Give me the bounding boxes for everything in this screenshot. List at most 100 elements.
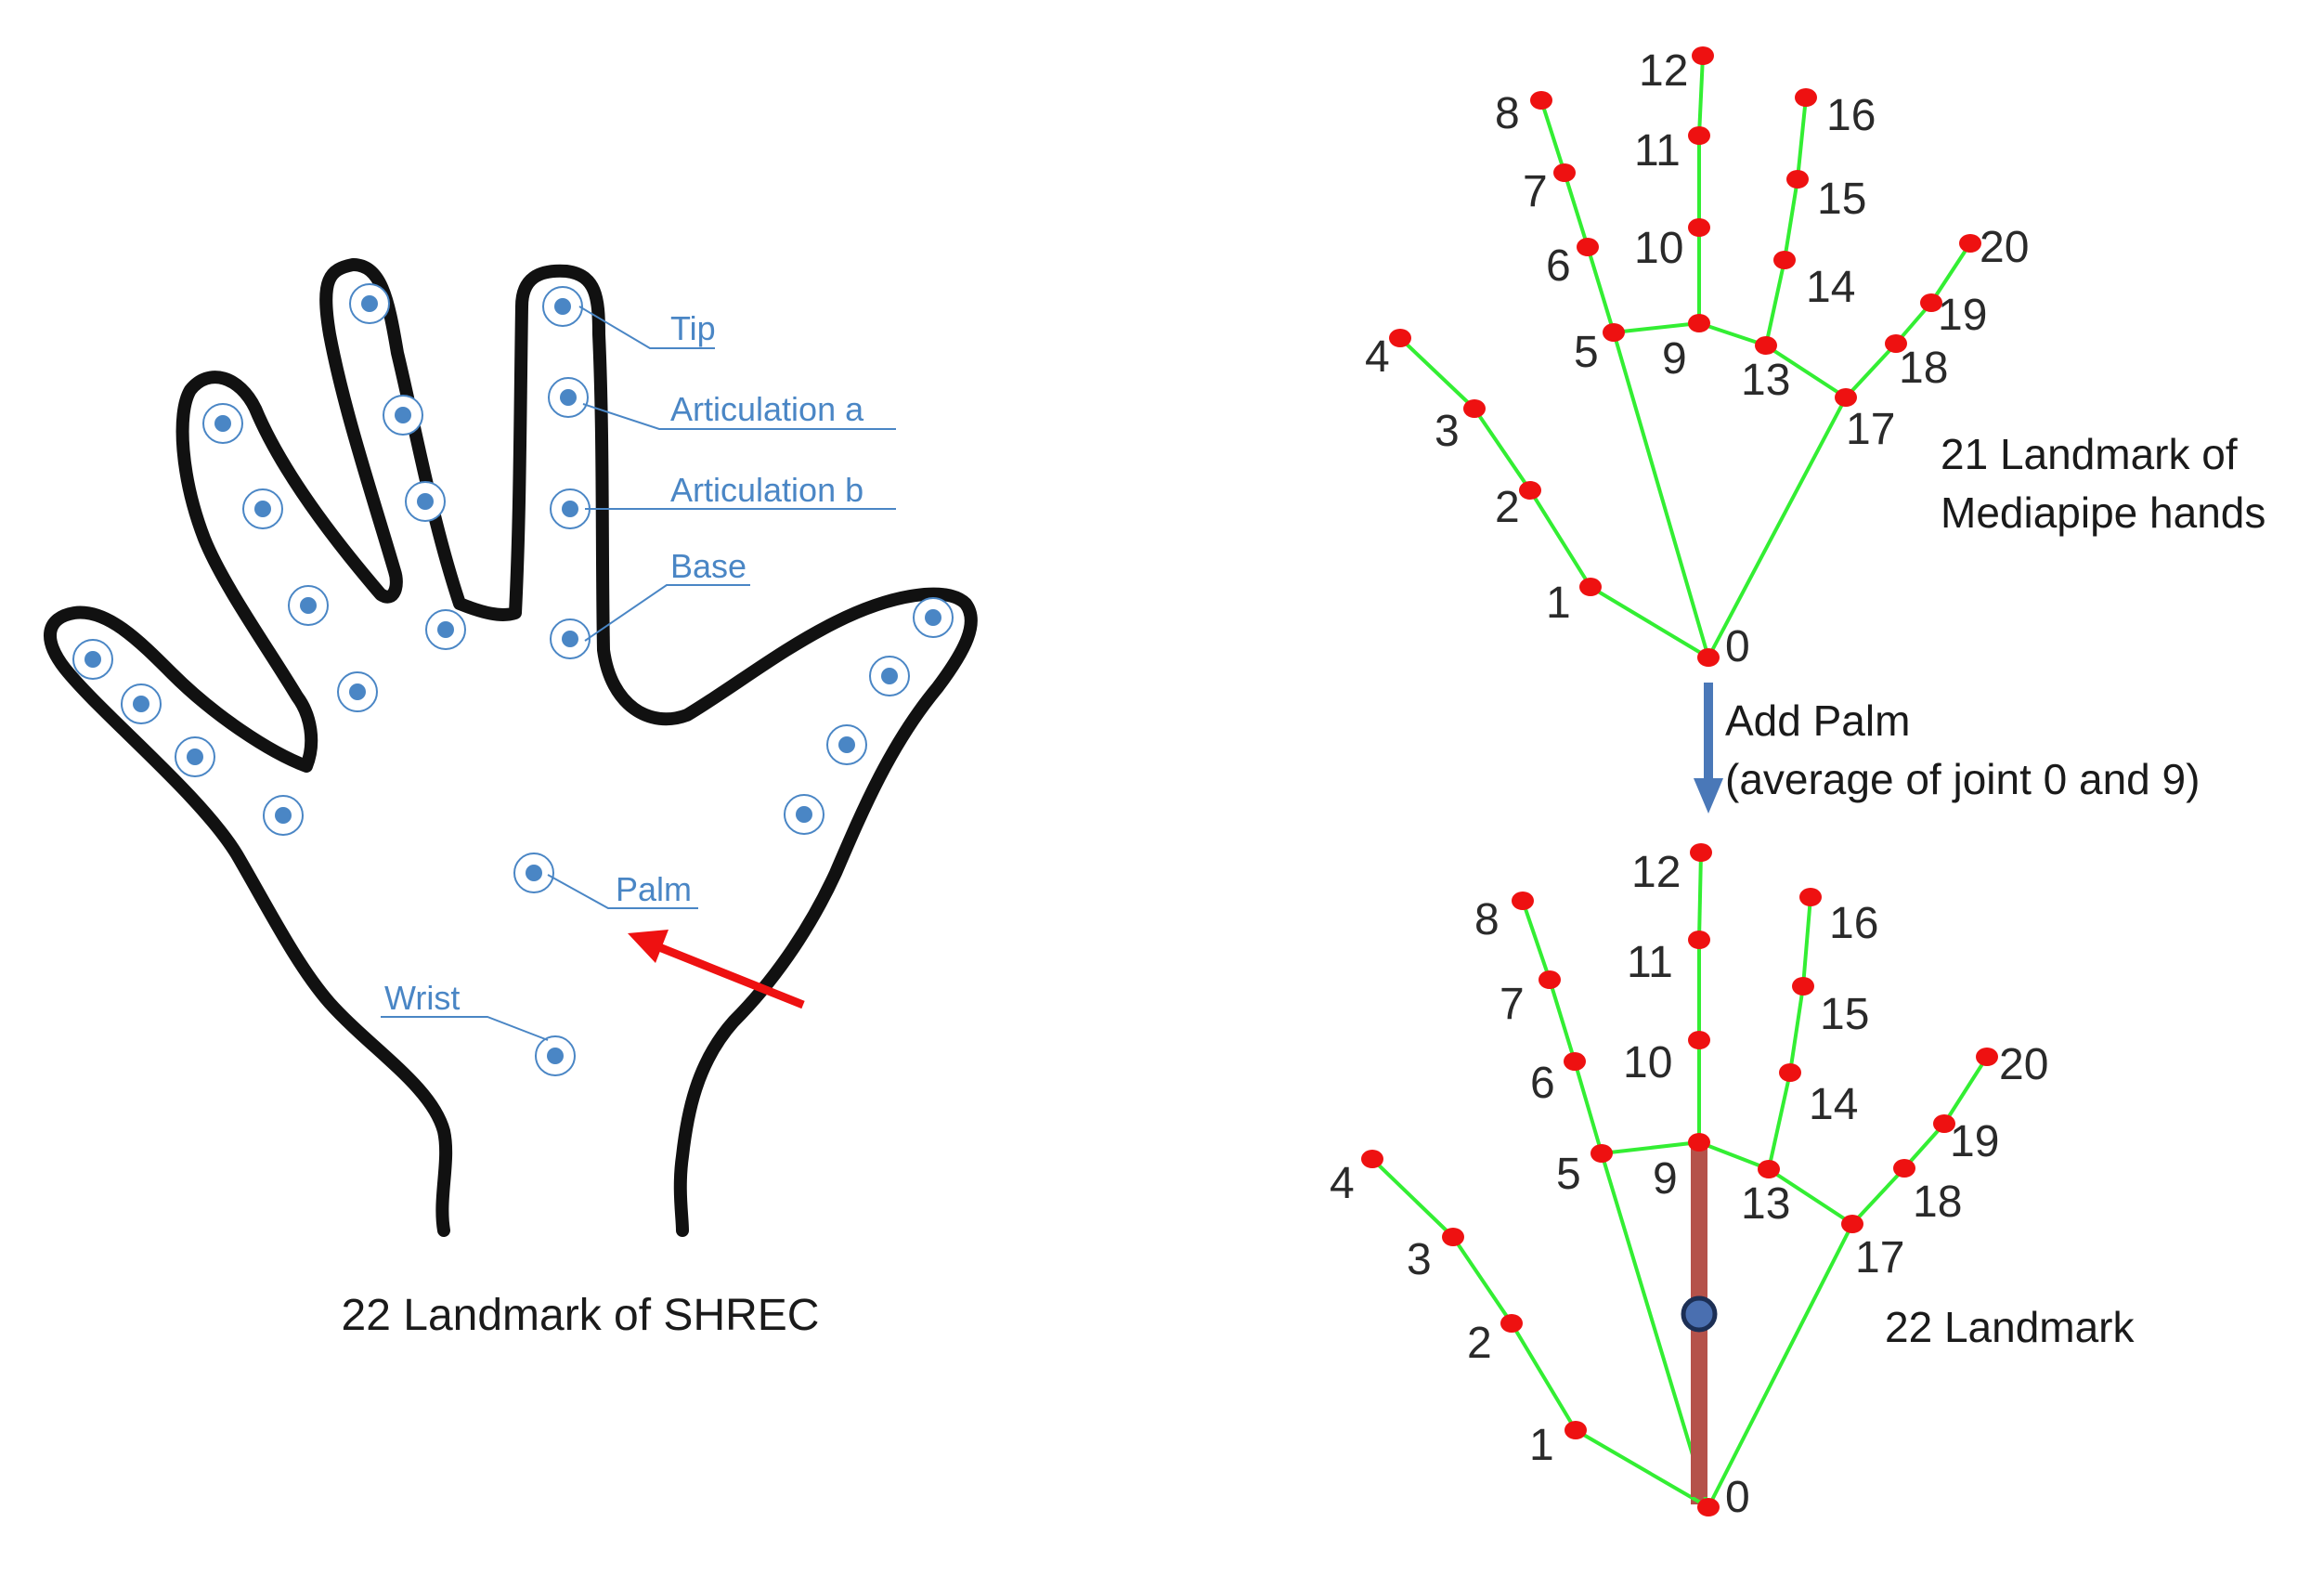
joint-0 [1697,648,1720,667]
shrec-caption: 22 Landmark of SHREC [342,1291,820,1340]
label-articulation-a: Articulation a [670,390,864,428]
bone-line [1707,397,1848,658]
joint-number-5: 5 [1574,328,1599,377]
joint-number-17: 17 [1855,1233,1904,1282]
bone-line [1451,1235,1513,1325]
joint-number-11: 11 [1634,126,1681,176]
joint-number-20: 20 [1980,223,2029,272]
bone-line [1574,1428,1710,1509]
bone-line [1698,1140,1770,1171]
shrec-landmark [550,618,591,659]
joint-17 [1835,388,1857,407]
joint-8 [1512,892,1534,910]
bone-line [1783,178,1799,261]
bone-line [1844,342,1898,399]
joint-13 [1755,336,1777,355]
joint-number-18: 18 [1899,344,1948,393]
joint-15 [1792,977,1814,996]
joint-1 [1579,578,1602,596]
shrec-hand-panel: Tip Articulation a Articulation b Base P… [44,258,978,1340]
joint-number-8: 8 [1495,89,1520,138]
bone-line [1764,344,1848,399]
joint-16 [1795,88,1817,107]
mediapipe-caption-line1: 21 Landmark of [1941,430,2238,478]
bottom-caption: 22 Landmark [1885,1303,2135,1351]
shrec-landmark [913,597,954,638]
shrec-landmark [405,481,446,522]
joint-3 [1442,1228,1464,1246]
joint-4 [1361,1150,1383,1168]
joint-9 [1688,1133,1710,1152]
shrec-landmark [513,853,554,893]
bone-line [1600,1152,1710,1508]
joint-number-20: 20 [1999,1040,2048,1089]
hand-bones [1370,852,1989,1509]
hand-outline [44,258,978,1237]
bone-line [1548,979,1577,1062]
joint-number-4: 4 [1365,332,1390,382]
joint-2 [1519,481,1541,500]
joint-2 [1500,1314,1523,1333]
joint-number-8: 8 [1474,895,1500,944]
shrec-landmark [72,639,113,680]
joint-4 [1389,329,1411,347]
label-palm: Palm [616,870,692,908]
joint-20 [1976,1048,1998,1066]
joint-18 [1893,1159,1915,1178]
joint-number-19: 19 [1950,1117,1999,1166]
joint-18 [1885,334,1907,353]
joint-number-6: 6 [1530,1059,1555,1108]
bone-line [1473,407,1532,492]
joint-number-11: 11 [1627,938,1673,987]
shrec-landmark [550,488,591,529]
joint-number-12: 12 [1639,46,1688,96]
bone-line [1801,896,1812,987]
transform-line1: Add Palm [1725,696,1910,745]
bone-line [1510,1321,1577,1432]
joint-number-5: 5 [1556,1150,1581,1199]
joint-number-3: 3 [1435,407,1460,456]
bone-line [1539,99,1566,174]
joint-number-10: 10 [1634,224,1683,273]
joint-number-19: 19 [1938,291,1987,340]
joint-number-0: 0 [1725,1473,1750,1522]
joint-number-4: 4 [1330,1159,1355,1208]
bone-line [1767,1072,1792,1170]
joint-6 [1577,238,1599,256]
joint-number-14: 14 [1809,1080,1858,1129]
joint-number-10: 10 [1623,1038,1672,1087]
joint-number-17: 17 [1846,405,1895,454]
joint-19 [1920,293,1942,312]
bone-line [1521,900,1551,981]
joint-number-18: 18 [1913,1178,1962,1227]
joint-5 [1590,1144,1613,1163]
bone-line [1398,336,1476,410]
joint-number-2: 2 [1467,1319,1492,1368]
joint-0 [1697,1498,1720,1516]
joint-number-15: 15 [1820,990,1869,1039]
joint-17 [1841,1215,1863,1233]
shrec-landmark [548,377,589,418]
shrec-landmark [383,395,423,436]
joint-12 [1692,46,1714,65]
joint-number-0: 0 [1725,622,1750,671]
joint-13 [1758,1160,1780,1178]
shrec-landmark [535,1035,576,1076]
joint-6 [1564,1052,1586,1071]
callout-lines [381,306,896,1041]
joint-number-7: 7 [1500,980,1525,1029]
mediapipe-caption-line2: Mediapipe hands [1941,488,2266,537]
shrec-landmark [288,585,329,626]
red-arrow-head [628,930,669,963]
joint-number-6: 6 [1546,241,1571,291]
joint-number-9: 9 [1662,334,1687,384]
bone-line [1528,488,1592,589]
joint-14 [1779,1063,1801,1082]
joint-number-13: 13 [1741,1179,1790,1229]
label-wrist: Wrist [384,979,460,1017]
joint-8 [1530,91,1552,110]
